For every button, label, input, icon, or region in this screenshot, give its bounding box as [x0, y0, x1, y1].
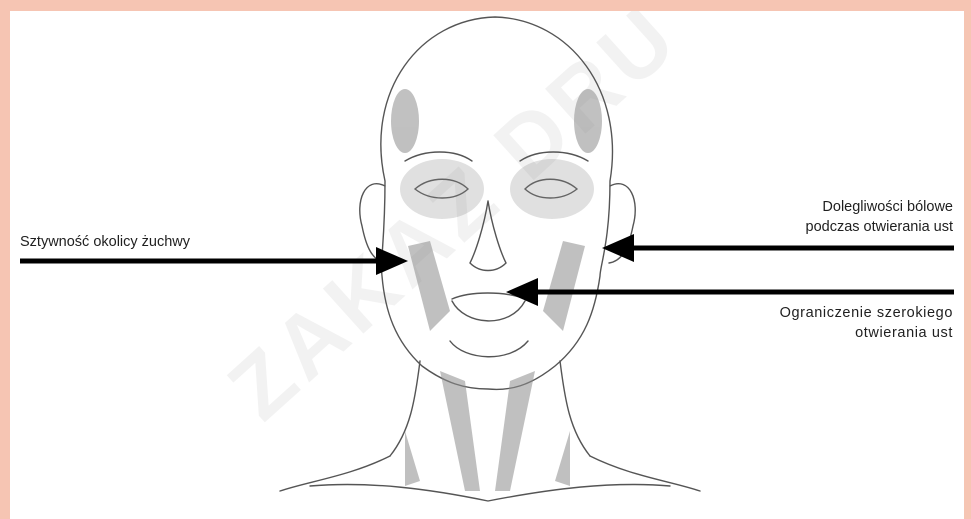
right-masseter-muscle	[543, 241, 585, 331]
face-muscle-illustration	[10, 11, 964, 519]
neck-right	[560, 361, 590, 456]
left-orbit-muscle	[400, 159, 484, 219]
nose	[470, 201, 506, 271]
label-pain-line-2: podczas otwierania ust	[806, 217, 954, 237]
right-trapezius-muscle	[555, 431, 570, 486]
right-temporal-muscle	[574, 89, 602, 153]
clavicle	[310, 484, 670, 501]
right-orbit-muscle	[510, 159, 594, 219]
chin	[450, 341, 528, 357]
label-limited-line-2: otwierania ust	[780, 323, 953, 343]
left-temporal-muscle	[391, 89, 419, 153]
left-neck-muscle	[440, 371, 480, 491]
label-jaw-stiffness: Sztywność okolicy żuchwy	[20, 232, 190, 252]
lower-lip	[452, 301, 525, 321]
label-limited-opening: Ograniczenie szerokiego otwierania ust	[780, 303, 953, 343]
left-masseter-muscle	[408, 241, 450, 331]
label-pain-line-1: Dolegliwości bólowe	[806, 197, 954, 217]
illustration-panel: ZAKAZ DRU	[10, 11, 964, 519]
label-limited-line-1: Ograniczenie szerokiego	[780, 303, 953, 323]
arrow-right-bottom-head	[506, 278, 538, 306]
arrow-left-head	[376, 247, 408, 275]
label-pain-when-opening: Dolegliwości bólowe podczas otwierania u…	[806, 197, 954, 237]
left-trapezius-muscle	[405, 431, 420, 486]
